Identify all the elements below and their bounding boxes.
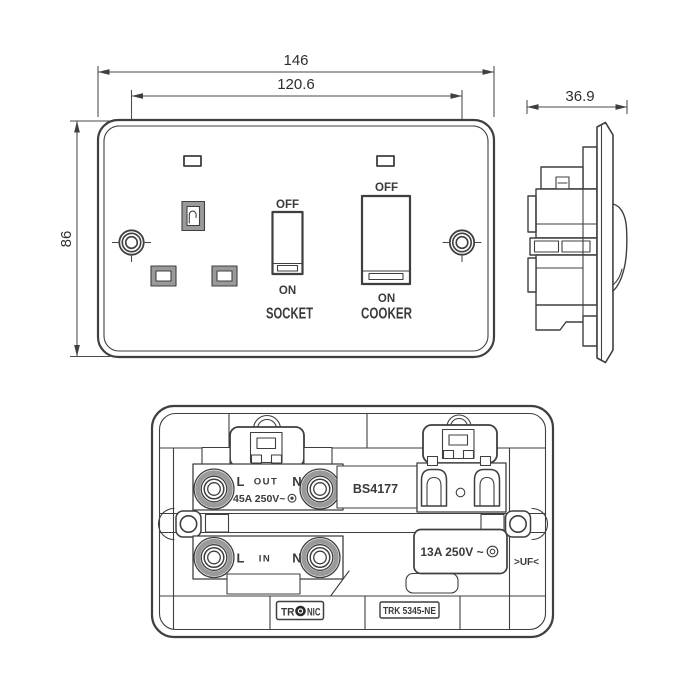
dim-depth-value: 36.9	[565, 88, 594, 105]
cooker-on-label: ON	[378, 293, 395, 305]
in-terminal-live	[193, 536, 235, 579]
rear-view: L OUT N 45A 250V~ BS4177	[150, 404, 555, 639]
out-neutral-label: N	[292, 474, 301, 489]
uf-marking-text: >UF<	[514, 557, 539, 568]
out-live-label: L	[237, 474, 245, 489]
faceplate-bevel	[103, 125, 489, 352]
brand-logo: TR NIC	[275, 600, 325, 621]
out-label: OUT	[254, 477, 279, 488]
dim-fixing-centres-value: 120.6	[277, 76, 315, 93]
dim-width-value: 146	[283, 52, 308, 69]
dimension-height: 86	[58, 120, 110, 358]
rear-fixing-lug-right	[504, 507, 548, 541]
out-rating-text: 45A 250V~	[233, 493, 285, 505]
rear-body-inner	[158, 412, 547, 631]
indicator-window-cooker	[376, 155, 395, 167]
socket-live-slot	[150, 265, 177, 287]
brand-o-icon	[295, 605, 306, 617]
dim-height-value: 86	[58, 231, 75, 248]
side-profile	[527, 121, 628, 364]
shutter-detail	[188, 210, 197, 224]
rocker-profile	[612, 203, 628, 292]
cooker-terminal-towers	[416, 455, 507, 513]
in-neutral-label: N	[292, 551, 301, 566]
in-terminal-neutral	[299, 536, 341, 579]
socket-earth-slot	[181, 200, 206, 232]
model-number-text: TRK 5345-NE	[383, 605, 436, 617]
bs-standard-strip: BS4177	[336, 465, 418, 509]
out-terminal-neutral	[299, 468, 341, 510]
cable-clamp-right	[422, 414, 498, 464]
in-label: IN	[259, 554, 272, 565]
in-live-label: L	[237, 551, 245, 566]
fixing-screw-left	[112, 229, 151, 262]
rear-fixing-lug-left	[158, 507, 202, 541]
side-view: 36.9	[526, 88, 628, 364]
double-insulated-icon-small	[287, 493, 297, 503]
indicator-window-socket	[183, 155, 202, 167]
brand-text-left: TR	[281, 607, 295, 619]
cooker-caption: COOKER	[361, 306, 412, 323]
socket-caption: SOCKET	[266, 306, 313, 323]
out-terminal-block: L OUT N 45A 250V~	[192, 446, 344, 511]
terminal-screw	[455, 487, 466, 498]
double-insulated-icon-large	[486, 545, 499, 558]
socket-rocker-switch[interactable]	[271, 210, 304, 276]
dimension-depth: 36.9	[526, 88, 628, 114]
in-terminal-block: L IN N	[192, 535, 350, 597]
mounting-lug-side	[527, 195, 537, 233]
brand-text-right: NIC	[307, 607, 321, 619]
cooker-off-label: OFF	[375, 182, 398, 194]
cooker-rocker-switch[interactable]	[360, 194, 412, 286]
socket-on-label: ON	[279, 285, 296, 297]
socket-off-label: OFF	[276, 199, 299, 211]
aux-rating-box: 13A 250V ~	[405, 528, 508, 594]
model-number-box: TRK 5345-NE	[379, 601, 440, 619]
dimension-overall-width: 146	[97, 52, 495, 117]
cable-clamp-left	[229, 414, 305, 468]
aux-rating-text: 13A 250V ~	[420, 545, 483, 559]
bs-standard-text: BS4177	[353, 482, 398, 496]
fixing-screw-right	[442, 229, 482, 262]
faceplate-profile	[596, 121, 614, 364]
front-view: 146 120.6 86	[58, 52, 496, 359]
socket-neutral-slot	[211, 265, 238, 287]
out-terminal-live	[193, 468, 235, 510]
